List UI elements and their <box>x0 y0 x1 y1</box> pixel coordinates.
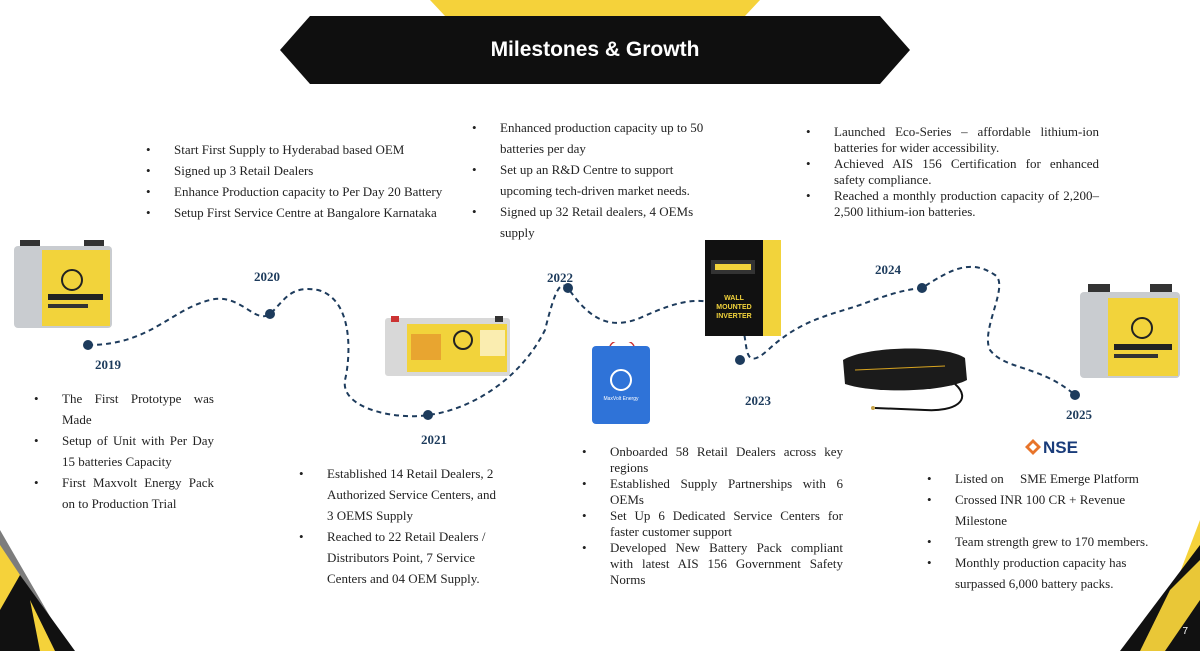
nse-logo: NSE <box>1025 438 1078 458</box>
milestones-2022: Enhanced production capacity up to 50 ba… <box>472 117 712 243</box>
ecycle-battery-image <box>843 348 967 412</box>
milestones-2023: Onboarded 58 Retail Dealers across key r… <box>582 444 843 588</box>
year-2019: 2019 <box>95 357 121 372</box>
year-2024: 2024 <box>875 262 901 277</box>
wall-inverter-image: WALL MOUNTED INVERTER <box>705 240 781 336</box>
milestone-dot <box>563 283 573 293</box>
milestone-dot <box>423 410 433 420</box>
list-item: Established Supply Partnerships with 6 O… <box>582 476 843 508</box>
list-item: Enhance Production capacity to Per Day 2… <box>146 181 446 202</box>
inverter-label-3: INVERTER <box>716 313 751 320</box>
list-item: Reached a monthly production capacity of… <box>806 188 1099 220</box>
list-item: The First Prototype was Made <box>34 388 214 430</box>
year-2020: 2020 <box>254 269 280 284</box>
list-item: Set Up 6 Dedicated Service Centers for f… <box>582 508 843 540</box>
list-item: Onboarded 58 Retail Dealers across key r… <box>582 444 843 476</box>
battery-pack-image-2021 <box>385 316 510 376</box>
title-banner <box>280 16 910 84</box>
milestone-dot <box>265 309 275 319</box>
battery-image-2025 <box>1080 284 1180 378</box>
list-item: Crossed INR 100 CR + Revenue Milestone <box>927 489 1177 531</box>
year-2022: 2022 <box>547 270 573 285</box>
list-item: Monthly production capacity has surpasse… <box>927 552 1177 594</box>
battery-image-2019 <box>14 240 112 328</box>
list-item: Reached to 22 Retail Dealers / Distribut… <box>299 526 504 589</box>
milestone-dot <box>1070 390 1080 400</box>
list-item: First Maxvolt Energy Pack on to Producti… <box>34 472 214 514</box>
inverter-label-2: MOUNTED <box>716 304 751 311</box>
milestone-dot <box>917 283 927 293</box>
list-item: Setup of Unit with Per Day 15 batteries … <box>34 430 214 472</box>
page-title: Milestones & Growth <box>490 38 700 61</box>
inverter-label-1: WALL <box>724 295 745 302</box>
list-item: Signed up 32 Retail dealers, 4 OEMs supp… <box>472 201 712 243</box>
milestones-2025: Listed on SME Emerge Platform Crossed IN… <box>927 468 1177 594</box>
year-2025: 2025 <box>1066 407 1092 422</box>
list-item: Established 14 Retail Dealers, 2 Authori… <box>299 463 504 526</box>
list-item: Listed on SME Emerge Platform <box>927 468 1177 489</box>
milestones-2021: Established 14 Retail Dealers, 2 Authori… <box>299 463 504 589</box>
year-2021: 2021 <box>421 432 447 447</box>
page-number: 7 <box>1182 626 1188 637</box>
list-item: Signed up 3 Retail Dealers <box>146 160 446 181</box>
list-item: Setup First Service Centre at Bangalore … <box>146 202 446 223</box>
milestone-dot <box>83 340 93 350</box>
list-item: Enhanced production capacity up to 50 ba… <box>472 117 712 159</box>
milestones-2019: The First Prototype was Made Setup of Un… <box>34 388 214 514</box>
list-item: Set up an R&D Centre to support upcoming… <box>472 159 712 201</box>
list-item: Achieved AIS 156 Certification for enhan… <box>806 156 1099 188</box>
milestone-dot <box>735 355 745 365</box>
blue-battery-pack-image: MaxVolt Energy <box>592 342 650 424</box>
nse-logo-text: NSE <box>1043 438 1078 457</box>
list-item: Team strength grew to 170 members. <box>927 531 1177 552</box>
milestones-2020: Start First Supply to Hyderabad based OE… <box>146 139 446 223</box>
list-item: Launched Eco-Series – affordable lithium… <box>806 124 1099 156</box>
milestones-2024: Launched Eco-Series – affordable lithium… <box>806 124 1099 220</box>
list-item: Start First Supply to Hyderabad based OE… <box>146 139 446 160</box>
nse-logo-icon <box>1025 439 1041 455</box>
year-2023: 2023 <box>745 393 771 408</box>
list-item: Developed New Battery Pack compliant wit… <box>582 540 843 588</box>
pack-brand-label: MaxVolt Energy <box>603 396 639 402</box>
